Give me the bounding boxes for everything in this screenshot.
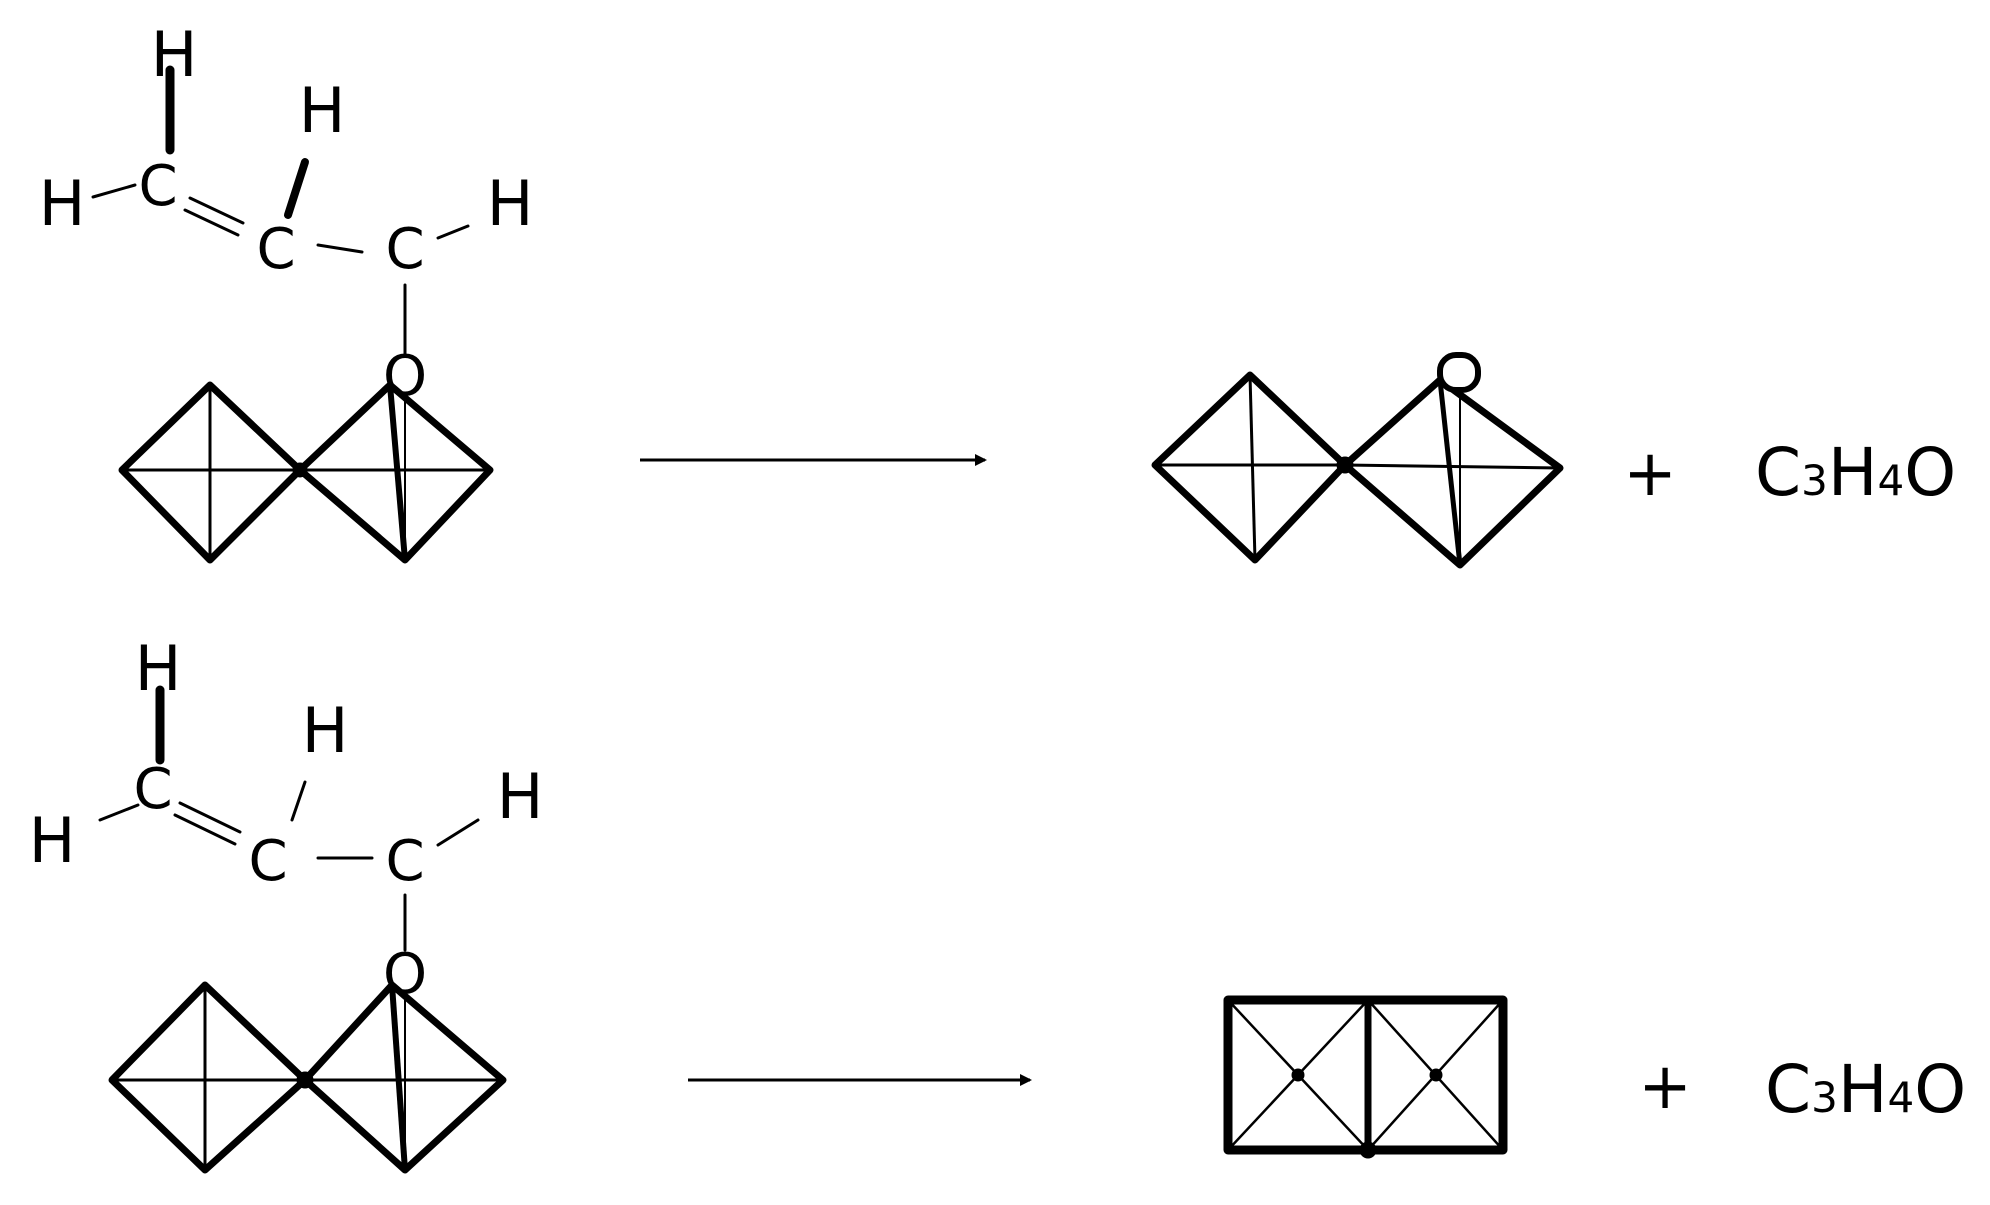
reactant-2-h-middle: H <box>302 694 349 767</box>
reactant-1-h-right: H <box>487 167 534 240</box>
plus-sign-1: + <box>1623 437 1677 511</box>
plus-sign-2: + <box>1638 1050 1692 1124</box>
reactant-2-c1: C <box>133 757 172 822</box>
reactant-2-h-right: H <box>497 760 544 833</box>
reaction-2: H H H H C C C O <box>29 632 1966 1174</box>
reactant-2: H H H H C C C O <box>29 632 544 1174</box>
reactant-1-h-middle: H <box>299 74 346 147</box>
reactant-1: H H H H C C C O <box>39 18 534 564</box>
reactant-1-c2: C <box>256 217 295 282</box>
product-2-formula: C3H4O <box>1765 1051 1966 1128</box>
reactant-2-bonds <box>98 685 480 952</box>
reactant-1-c1: C <box>138 154 177 219</box>
reaction-1: H H H H C C C O <box>39 18 1956 569</box>
product-1-cluster <box>1151 352 1564 569</box>
reactant-1-c3: C <box>385 217 424 282</box>
reactant-1-h-top: H <box>151 18 198 91</box>
reactant-2-c3: C <box>385 829 424 894</box>
reactant-1-cluster <box>118 381 494 564</box>
reactant-1-h-left: H <box>39 167 86 240</box>
reactant-2-c2: C <box>248 829 287 894</box>
reactant-2-cluster <box>108 981 507 1174</box>
product-1-formula: C3H4O <box>1755 434 1956 511</box>
reactant-2-h-top: H <box>135 632 182 705</box>
product-2-cluster <box>1223 995 1508 1159</box>
reactant-2-h-left: H <box>29 804 76 877</box>
reactant-1-bonds <box>91 65 470 357</box>
